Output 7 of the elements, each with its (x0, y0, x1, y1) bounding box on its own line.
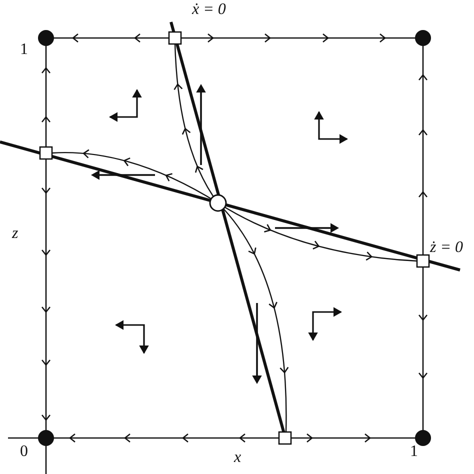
axis-label: 0 (20, 444, 28, 460)
axis-label: 1 (410, 444, 418, 460)
axis-label: x (234, 450, 242, 466)
axis-label: 1 (20, 42, 28, 58)
axis-label: ż = 0 (430, 240, 464, 256)
axis-label: z (12, 226, 18, 242)
axis-label: ẋ = 0 (192, 2, 226, 18)
